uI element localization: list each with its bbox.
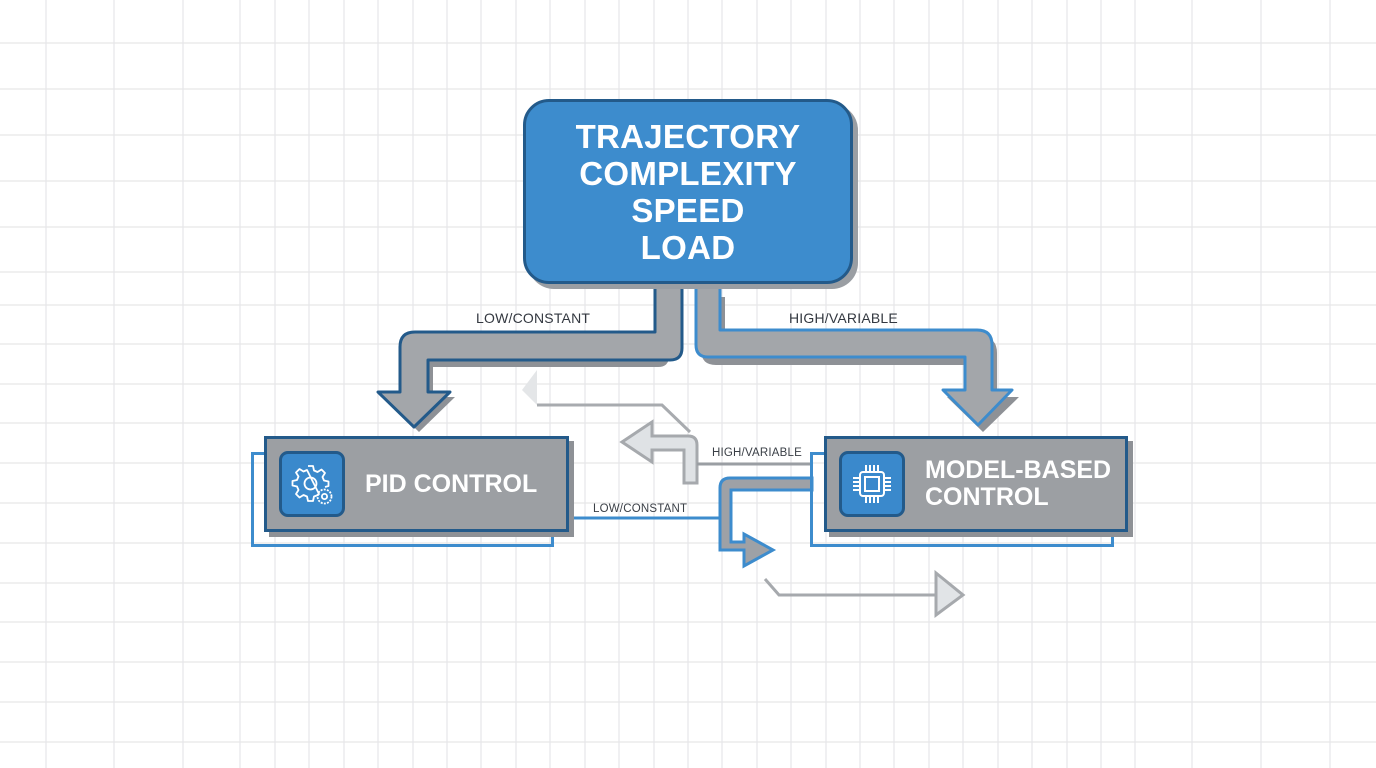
middle-label-low-constant: LOW/CONSTANT: [593, 503, 688, 515]
model-based-control-label: MODEL-BASED CONTROL: [925, 456, 1112, 511]
decision-line-trajectory: TRAJECTORY: [575, 117, 801, 155]
faint-return-arrow-upper: [522, 370, 692, 434]
pid-control-node[interactable]: PID CONTROL: [264, 436, 569, 532]
pid-control-label: PID CONTROL: [365, 469, 538, 498]
branch-label-low-constant: LOW/CONSTANT: [476, 310, 591, 326]
model-based-control-node[interactable]: MODEL-BASED CONTROL: [824, 436, 1128, 532]
branch-arrow-high-variable: [694, 283, 1019, 432]
decision-line-load: LOAD: [640, 228, 736, 266]
middle-forward-arrow: [718, 476, 814, 569]
decision-line-speed: SPEED: [631, 191, 745, 229]
faint-forward-arrow: [763, 569, 966, 618]
faint-return-arrow-lower: [619, 419, 699, 485]
decision-node[interactable]: TRAJECTORY COMPLEXITY SPEED LOAD: [523, 99, 853, 284]
branch-label-high-variable: HIGH/VARIABLE: [789, 310, 898, 326]
gear-icon: [279, 451, 345, 517]
middle-label-high-variable: HIGH/VARIABLE: [712, 447, 802, 459]
decision-line-complexity: COMPLEXITY: [579, 154, 797, 192]
microchip-icon: [839, 451, 905, 517]
branch-arrow-low-constant: [376, 283, 684, 432]
